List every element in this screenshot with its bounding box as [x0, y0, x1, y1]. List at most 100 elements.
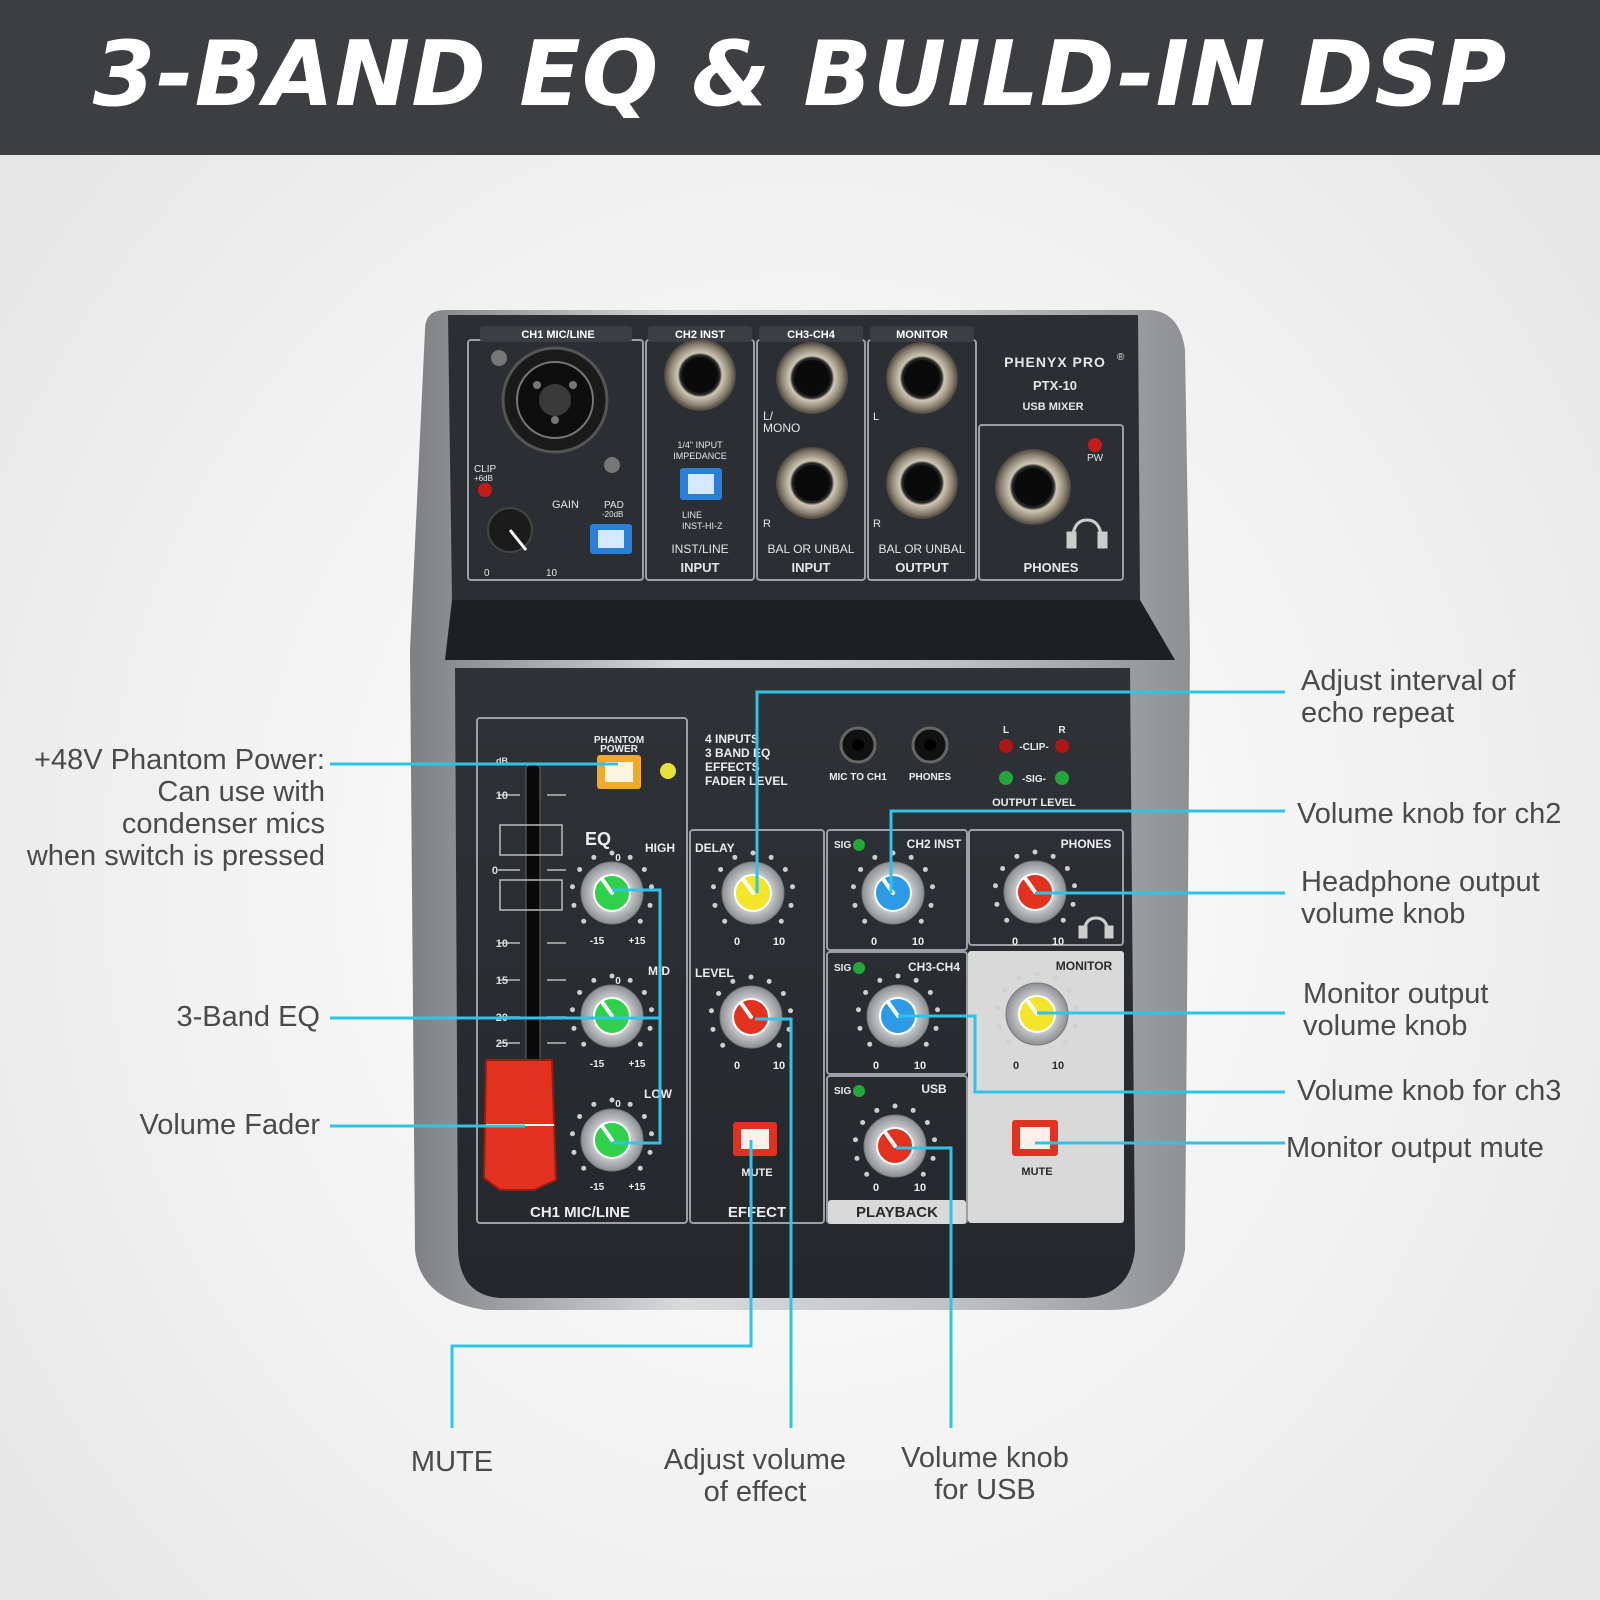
- effect-footer: EFFECT: [728, 1204, 786, 1221]
- monitor-mute-switch[interactable]: [1012, 1120, 1058, 1156]
- sig-led-ch34: [853, 962, 865, 974]
- phones-mini-jack[interactable]: [911, 726, 949, 764]
- clip-db-label: +6dB: [474, 474, 493, 483]
- brand-logo: PHENYX PRO: [1004, 354, 1106, 370]
- ch2-callout: Volume knob for ch2: [1297, 798, 1562, 830]
- headphone-callout: Headphone output volume knob: [1301, 866, 1591, 930]
- fader-callout: Volume Fader: [139, 1109, 320, 1141]
- eq-mid-knob[interactable]: [569, 973, 655, 1048]
- usb-callout-line2: for USB: [934, 1474, 1036, 1506]
- eq-label: EQ: [585, 829, 611, 849]
- gain-max: 10: [546, 568, 558, 579]
- ch3-l-mono-jack[interactable]: [776, 342, 848, 414]
- ch2-inst-label: CH2 INST: [907, 837, 962, 851]
- fader-tick-25: 25: [496, 1038, 508, 1050]
- monitor-callout-line2: volume knob: [1303, 1010, 1468, 1042]
- eq-high-max: +15: [629, 936, 646, 947]
- title-banner: 3-BAND EQ & BUILD-IN DSP: [0, 0, 1600, 155]
- xlr-combo-jack[interactable]: [501, 346, 609, 454]
- screw-icon: [491, 350, 507, 366]
- inst-line-label: INST/LINE: [671, 542, 728, 556]
- fader-tick-10-top: 10: [496, 790, 508, 802]
- ch2-sig-label: SIG: [834, 840, 851, 851]
- sig-led-left: [999, 771, 1013, 785]
- monitor-header: MONITOR: [896, 329, 948, 341]
- delay-min: 0: [734, 936, 740, 948]
- ch2-inst-jack[interactable]: [664, 339, 736, 411]
- ch34-min: 0: [873, 1060, 879, 1072]
- eq-high-knob[interactable]: [569, 850, 655, 925]
- pad-switch[interactable]: [590, 524, 632, 554]
- delay-knob[interactable]: [710, 850, 796, 925]
- usb-min: 0: [873, 1182, 879, 1194]
- gain-knob[interactable]: [487, 507, 533, 553]
- eq-low-knob[interactable]: [569, 1097, 655, 1172]
- monitor-l-jack[interactable]: [886, 342, 958, 414]
- sig-led-usb: [853, 1085, 865, 1097]
- monitor-mute-callout: Monitor output mute: [1286, 1132, 1544, 1164]
- sig-led-right: [1055, 771, 1069, 785]
- phantom-callout-line3: condenser mics: [121, 808, 325, 840]
- echo-callout-line2: echo repeat: [1301, 697, 1455, 729]
- usb-max: 10: [914, 1182, 926, 1194]
- ch1-footer: CH1 MIC/LINE: [530, 1204, 630, 1221]
- eq-low-label: LOW: [644, 1087, 673, 1101]
- headphones-icon: [1078, 916, 1114, 939]
- eq-mid-zero: 0: [615, 976, 621, 987]
- ch2-input-label: INPUT: [681, 560, 720, 575]
- mono-label: MONO: [763, 421, 800, 435]
- phones-min: 0: [1012, 936, 1018, 948]
- feature-3: EFFECTS: [705, 760, 760, 774]
- power-led: [1088, 438, 1102, 452]
- eq-mid-min: -15: [590, 1059, 605, 1070]
- screw-icon: [604, 457, 620, 473]
- phantom-power-switch[interactable]: [597, 755, 641, 789]
- phantom-callout-line2: Can use with: [157, 776, 325, 808]
- model-name: PTX-10: [1033, 378, 1077, 393]
- effect-level-knob[interactable]: [708, 974, 794, 1049]
- mic-to-ch1-jack[interactable]: [839, 726, 877, 764]
- eq-low-min: -15: [590, 1182, 605, 1193]
- level-min: 0: [734, 1060, 740, 1072]
- monitor-r-jack[interactable]: [886, 447, 958, 519]
- effect-callout-line2: of effect: [703, 1476, 807, 1508]
- effect-callout: Adjust volume of effect: [640, 1444, 870, 1508]
- echo-callout: Adjust interval of echo repeat: [1301, 665, 1591, 729]
- effect-mute-switch[interactable]: [733, 1122, 777, 1156]
- ch4-r-jack[interactable]: [776, 447, 848, 519]
- monitor-callout-line1: Monitor output: [1303, 978, 1489, 1010]
- ch3-callout: Volume knob for ch3: [1297, 1075, 1562, 1107]
- level-max: 10: [773, 1060, 785, 1072]
- ch34-input-label: INPUT: [792, 560, 831, 575]
- headphone-callout-line1: Headphone output: [1301, 866, 1540, 898]
- ch2-header: CH2 INST: [675, 329, 725, 341]
- eq-leader-low: [612, 1018, 662, 1145]
- ch4-r-label: R: [763, 518, 771, 530]
- eq-high-zero: 0: [615, 853, 621, 864]
- effect-mute-label: MUTE: [741, 1167, 772, 1179]
- pad-label: PAD: [604, 500, 624, 511]
- phantom-label: PHANTOM: [594, 735, 644, 746]
- usb-sig-label: SIG: [834, 1086, 851, 1097]
- eq-low-max: +15: [629, 1182, 646, 1193]
- echo-callout-line1: Adjust interval of: [1301, 665, 1516, 697]
- eq-callout: 3-Band EQ: [176, 1001, 320, 1033]
- impedance-switch[interactable]: [680, 468, 722, 500]
- usb-label: USB: [921, 1082, 947, 1096]
- inst-hiz-label: INST-HI-Z: [682, 521, 723, 531]
- delay-max: 10: [773, 936, 785, 948]
- echo-leader: [755, 690, 1285, 893]
- phones-max: 10: [1052, 936, 1064, 948]
- phones-section-label: PHONES: [1061, 837, 1112, 851]
- ch2-volume-knob[interactable]: [850, 850, 936, 925]
- usb-volume-knob[interactable]: [852, 1103, 938, 1178]
- headphones-icon: [1066, 518, 1108, 549]
- phones-jack[interactable]: [995, 449, 1071, 525]
- mute-leader: [450, 1140, 753, 1428]
- phones-output-label: PHONES: [1024, 560, 1079, 575]
- ch3-leader: [898, 1014, 1285, 1094]
- clip-led-left: [999, 739, 1013, 753]
- power-label: POWER: [600, 744, 639, 755]
- headphone-callout-line2: volume knob: [1301, 898, 1466, 930]
- delay-label: DELAY: [695, 841, 735, 855]
